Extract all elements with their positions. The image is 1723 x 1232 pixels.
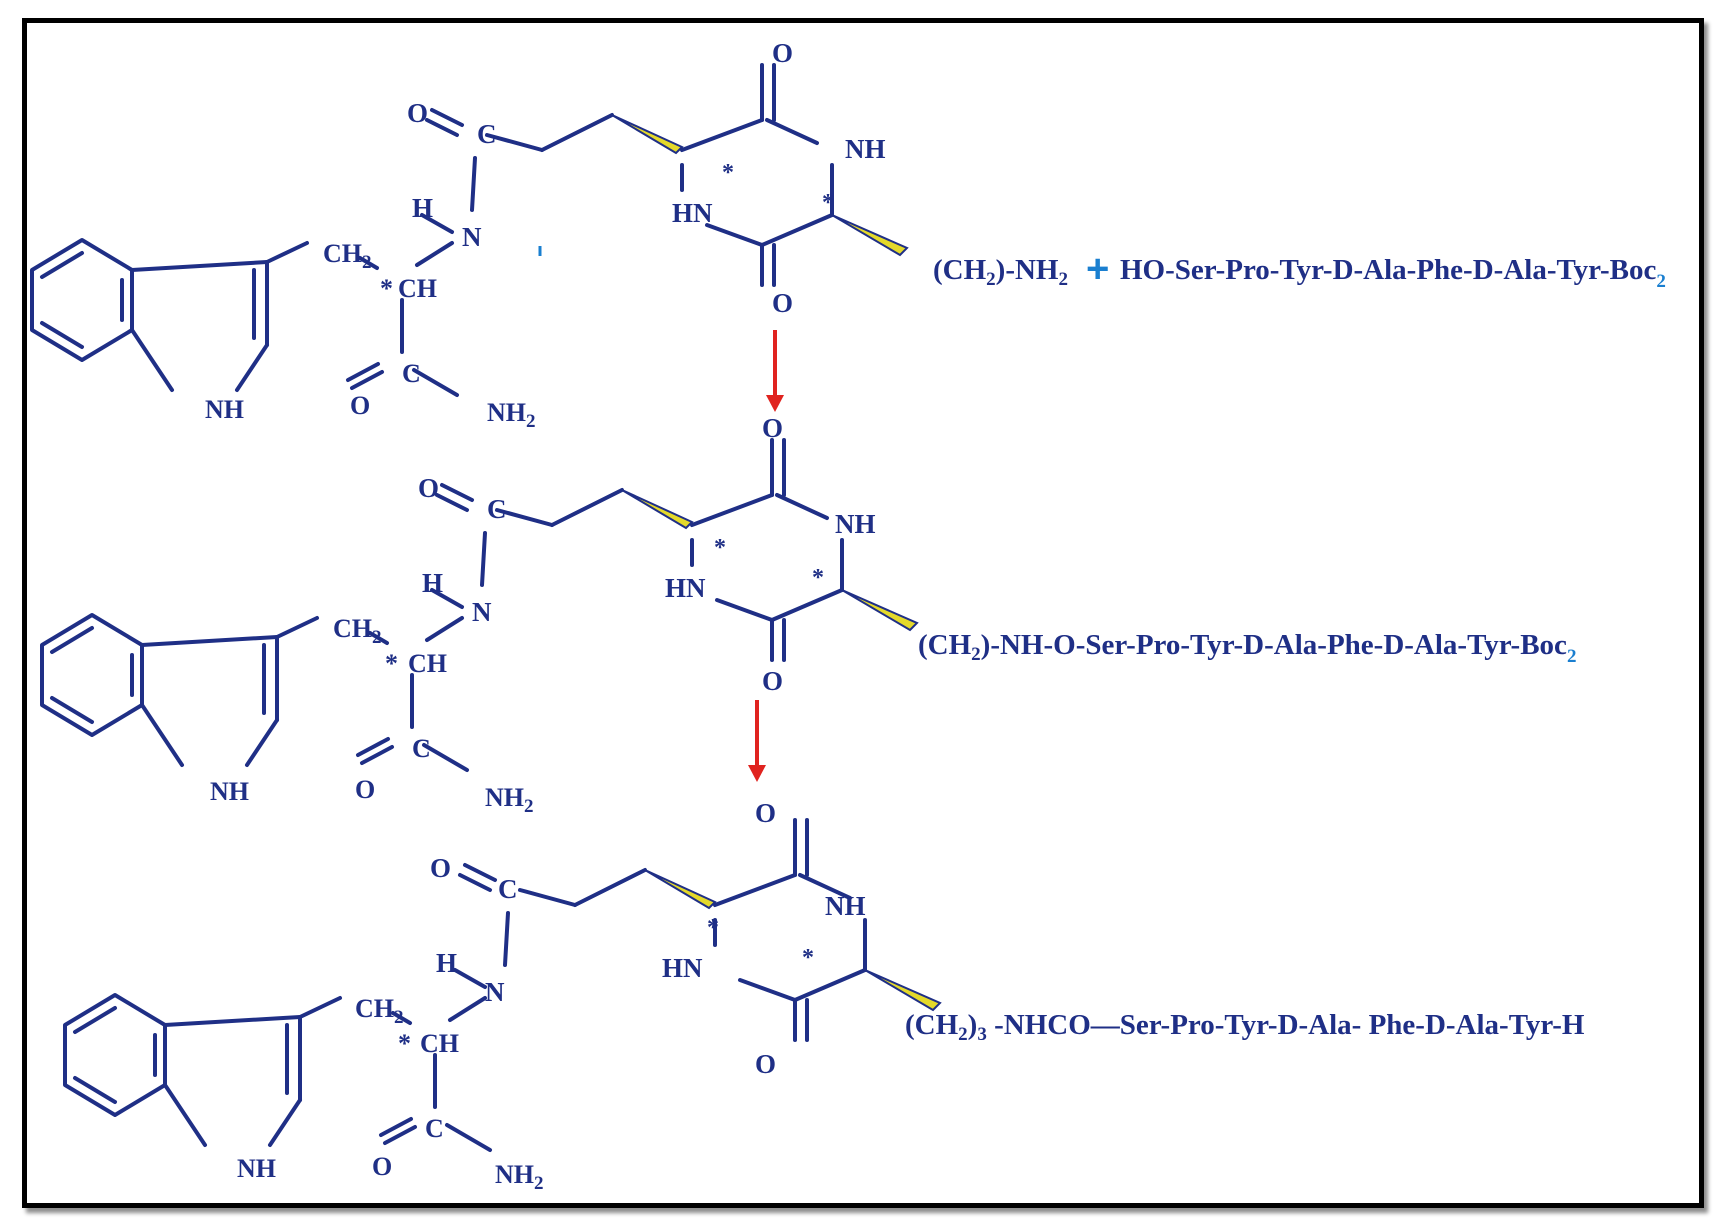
amide-carbon: C bbox=[412, 734, 431, 763]
amide-nh2: NH2 bbox=[485, 783, 534, 817]
carbon-label: C bbox=[477, 119, 497, 149]
dkp-nh: NH bbox=[845, 134, 886, 164]
stereo-star: * bbox=[812, 565, 824, 591]
dkp-hn: HN bbox=[672, 198, 713, 228]
amide-carbon: C bbox=[402, 359, 421, 388]
stereo-star: * bbox=[722, 160, 734, 186]
stereo-star: * bbox=[714, 535, 726, 561]
figure-frame bbox=[22, 18, 1704, 1208]
side-chain-conjugate: (CH2)-NH-O-Ser-Pro-Tyr-D-Ala-Phe-D-Ala-T… bbox=[918, 629, 1576, 667]
dkp-hn: HN bbox=[665, 573, 706, 603]
nitrogen-label: N bbox=[462, 222, 482, 252]
dkp-hn: HN bbox=[662, 953, 703, 983]
stereo-star: * bbox=[822, 190, 834, 216]
stereo-star: * bbox=[398, 1029, 411, 1058]
ch2-label: CH2 bbox=[333, 614, 382, 648]
dkp-oxygen-top: O bbox=[772, 38, 793, 68]
dkp-oxygen-bottom: O bbox=[755, 1049, 776, 1079]
carbon-label: C bbox=[498, 874, 518, 904]
ch-label: CH bbox=[420, 1029, 459, 1058]
amide-oxygen: O bbox=[350, 391, 370, 420]
hydrogen-label: H bbox=[436, 948, 457, 978]
indole-nh: NH bbox=[205, 395, 244, 424]
amide-nh2: NH2 bbox=[495, 1160, 544, 1194]
ch2-label: CH2 bbox=[323, 239, 372, 273]
carbon-label: C bbox=[487, 494, 507, 524]
nitrogen-label: N bbox=[485, 977, 505, 1007]
stereo-star: * bbox=[385, 649, 398, 678]
stereo-star: * bbox=[380, 274, 393, 303]
nitrogen-label: N bbox=[472, 597, 492, 627]
plus-sign: + bbox=[1086, 247, 1109, 291]
peptide-reagent: HO-Ser-Pro-Tyr-D-Ala-Phe-D-Ala-Tyr-Boc2 bbox=[1120, 254, 1666, 292]
amide-oxygen: O bbox=[355, 775, 375, 804]
dkp-nh: NH bbox=[835, 509, 876, 539]
molecule-1: O C H N CH2 * CH C O NH2 NH O NH HN * * … bbox=[30, 38, 1666, 432]
side-chain-amine: (CH2)-NH2 bbox=[933, 254, 1068, 290]
dkp-nh: NH bbox=[825, 891, 866, 921]
stereo-star: * bbox=[802, 945, 814, 971]
hydrogen-label: H bbox=[422, 568, 443, 598]
ch-label: CH bbox=[398, 274, 437, 303]
reaction-arrow-1 bbox=[766, 330, 784, 412]
oxygen-label: O bbox=[418, 473, 439, 503]
ch-label: CH bbox=[408, 649, 447, 678]
hydrogen-label: H bbox=[412, 193, 433, 223]
ch2-label: CH2 bbox=[355, 994, 404, 1028]
dkp-oxygen-bottom: O bbox=[762, 666, 783, 696]
indole-nh: NH bbox=[237, 1154, 276, 1183]
side-chain-product: (CH2)3 -NHCO—Ser-Pro-Tyr-D-Ala- Phe-D-Al… bbox=[905, 1009, 1585, 1045]
stereo-star: * bbox=[707, 915, 719, 941]
amide-oxygen: O bbox=[372, 1152, 392, 1181]
dkp-oxygen-top: O bbox=[755, 798, 776, 828]
dkp-oxygen-bottom: O bbox=[772, 288, 793, 318]
indole-nh: NH bbox=[210, 777, 249, 806]
molecule-2: O C H N CH2 * CH C O NH2 NH O NH HN * * … bbox=[40, 413, 1576, 817]
oxygen-label: O bbox=[407, 98, 428, 128]
dkp-oxygen-top: O bbox=[762, 413, 783, 443]
amide-carbon: C bbox=[425, 1114, 444, 1143]
reaction-arrow-2 bbox=[748, 700, 766, 782]
molecule-3: O C H N CH2 * CH C O NH2 NH O NH HN * * … bbox=[63, 798, 1585, 1194]
oxygen-label: O bbox=[430, 853, 451, 883]
amide-nh2: NH2 bbox=[487, 398, 536, 432]
